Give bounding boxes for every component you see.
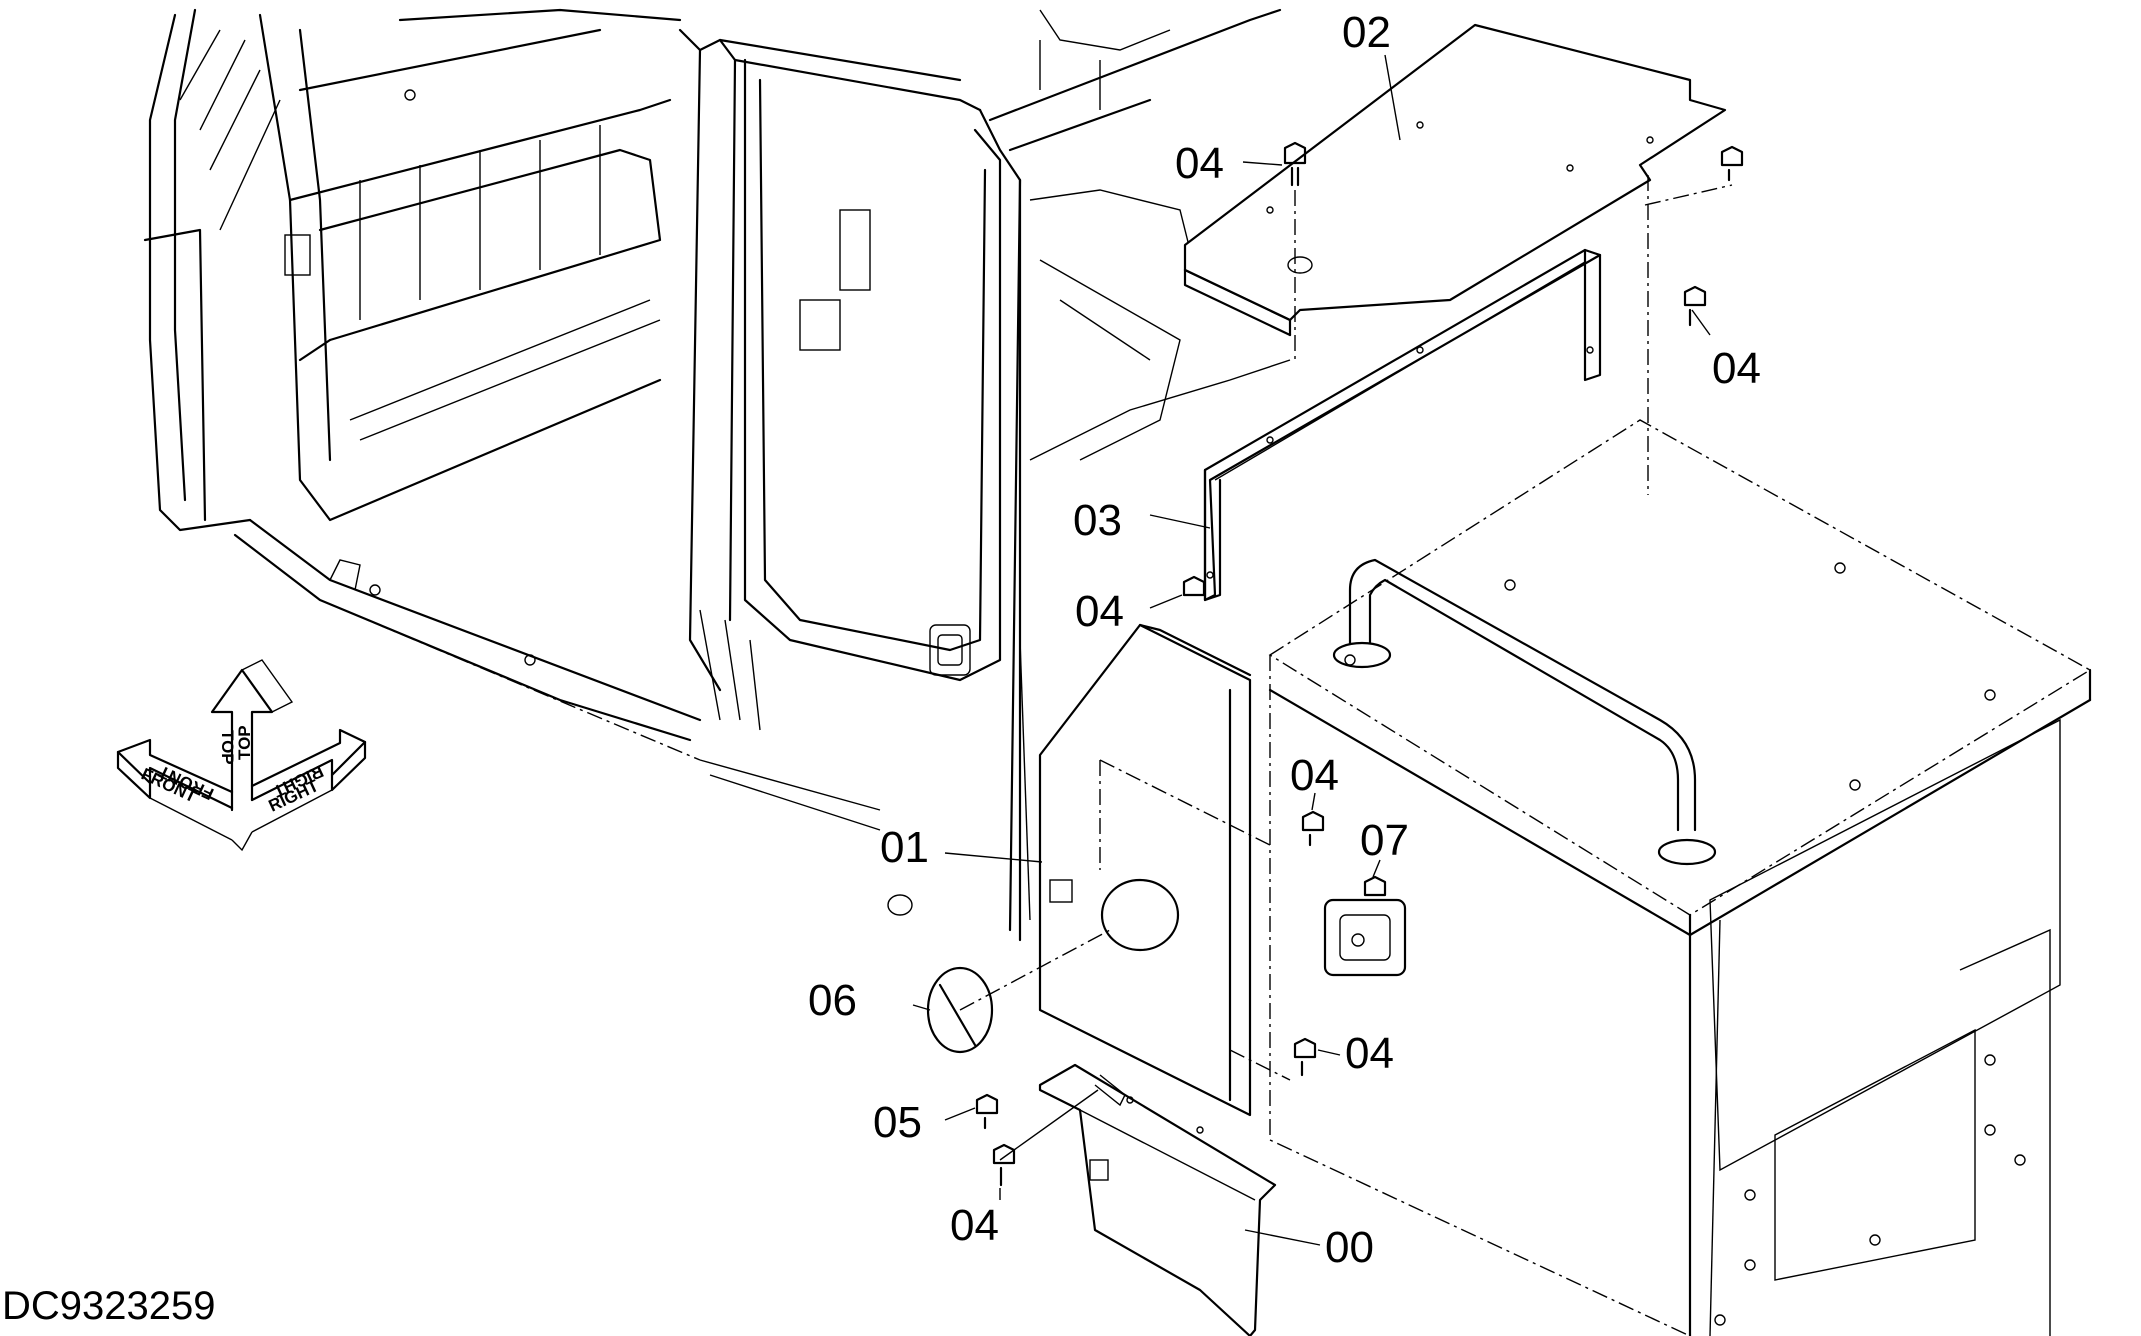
callout-03: 03 bbox=[1073, 496, 1122, 545]
callout-04-a: 04 bbox=[1175, 139, 1224, 188]
callout-06: 06 bbox=[808, 976, 857, 1025]
callout-04-b: 04 bbox=[1712, 344, 1761, 393]
callout-01: 01 bbox=[880, 823, 929, 872]
arrow-label-top: TOP bbox=[218, 730, 237, 765]
bracket-03 bbox=[1203, 248, 1602, 602]
callout-05: 05 bbox=[873, 1098, 922, 1147]
callout-04-f: 04 bbox=[950, 1201, 999, 1250]
leader-lines bbox=[912, 54, 1711, 1246]
cover-plate-02 bbox=[1183, 23, 1727, 337]
callout-07: 07 bbox=[1360, 816, 1409, 865]
lower-guard-00 bbox=[1038, 1063, 1277, 1336]
callout-04-d: 04 bbox=[1290, 751, 1339, 800]
fasteners bbox=[975, 141, 1744, 1187]
cab-frame bbox=[143, 8, 1291, 942]
drawing-id: DC9323259 bbox=[2, 1284, 216, 1328]
callout-04-e: 04 bbox=[1345, 1029, 1394, 1078]
callout-02: 02 bbox=[1342, 8, 1391, 57]
storage-box bbox=[1268, 419, 2092, 1336]
callout-04-c: 04 bbox=[1075, 587, 1124, 636]
callout-labels: 02 04 04 03 04 04 07 01 06 04 05 04 00 bbox=[808, 8, 1761, 1272]
orientation-arrow-icon: TOP FRONT FRONT TOP RIGHT RIGHT bbox=[116, 659, 367, 852]
callout-00: 00 bbox=[1325, 1223, 1374, 1272]
arrow-label-top-mirror: TOP bbox=[235, 725, 254, 760]
side-cover-01 bbox=[1038, 623, 1291, 1117]
